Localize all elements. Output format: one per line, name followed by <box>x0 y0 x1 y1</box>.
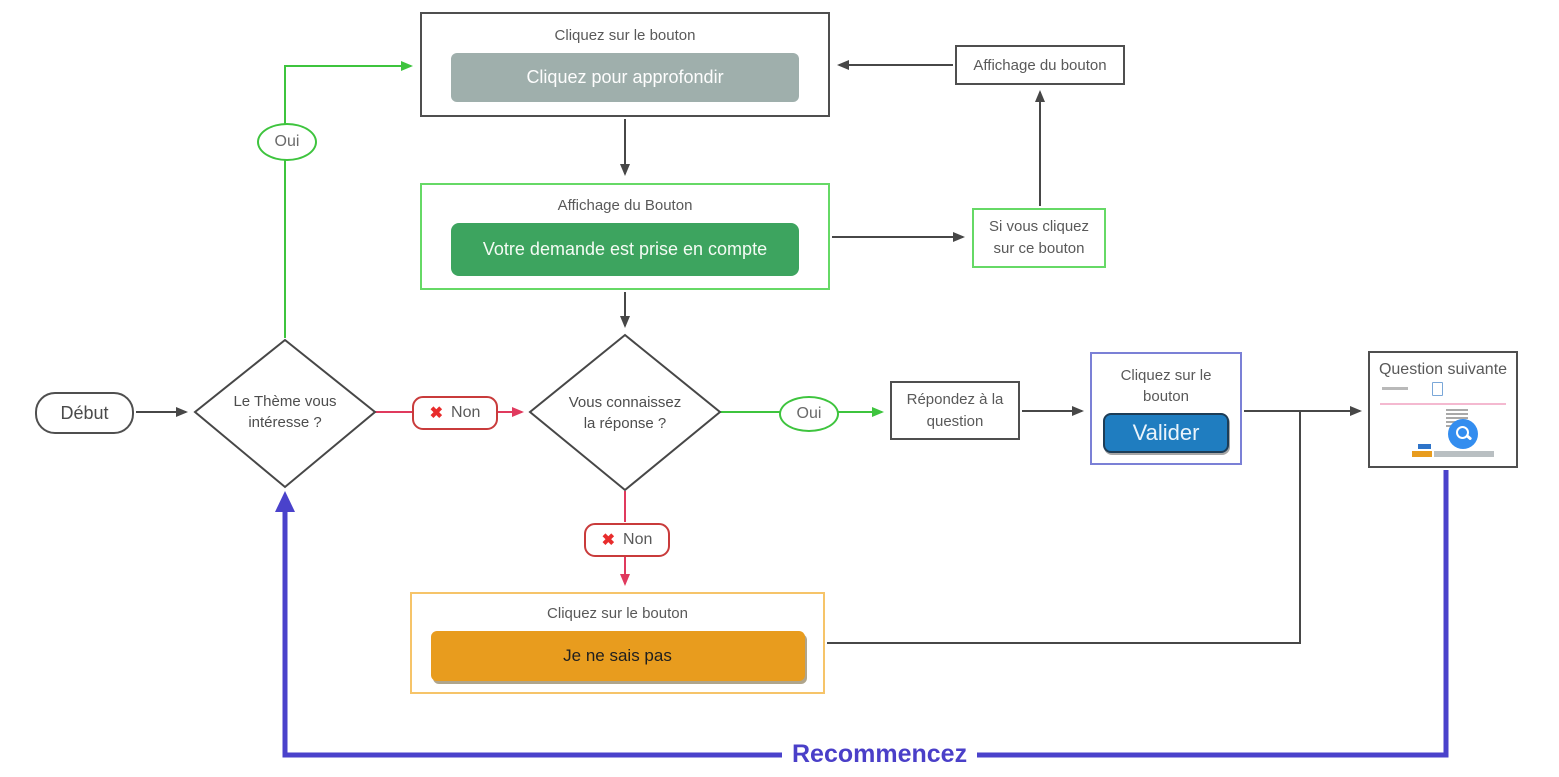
restart-label: Recommencez <box>782 740 978 769</box>
dont-know-box: Cliquez sur le bouton Je ne sais pas <box>410 592 825 694</box>
if-click-box: Si vous cliquez sur ce bouton <box>972 208 1106 268</box>
decision-answer-diamond <box>528 333 722 492</box>
edge-yes-theme <box>284 61 413 338</box>
search-icon <box>1448 419 1478 449</box>
next-question-thumbnail <box>1380 381 1506 459</box>
request-button[interactable]: Votre demande est prise en compte <box>451 223 799 276</box>
dont-know-button[interactable]: Je ne sais pas <box>430 631 805 681</box>
thumbnail-divider <box>1380 403 1506 405</box>
no-theme-badge: ✖ Non <box>412 396 498 430</box>
no-answer-badge: ✖ Non <box>584 523 670 557</box>
edge-dontknow-to-next <box>827 412 1301 644</box>
validate-box: Cliquez sur le bouton Valider <box>1090 352 1242 465</box>
x-icon: ✖ <box>429 405 444 422</box>
start-node: Début <box>35 392 134 434</box>
next-question-box: Question suivante <box>1368 351 1518 468</box>
no-answer-label: Non <box>623 531 653 548</box>
start-label: Début <box>60 402 109 423</box>
deepen-box-title: Cliquez sur le bouton <box>554 27 696 44</box>
thumbnail-text-line <box>1382 387 1408 390</box>
answer-box: Répondez à la question <box>890 381 1020 440</box>
next-question-title: Question suivante <box>1378 361 1508 378</box>
validate-box-title: Cliquez sur le bouton <box>1120 366 1212 405</box>
decision-theme-diamond <box>193 338 377 489</box>
display-button-box: Affichage du bouton <box>955 45 1125 85</box>
x-icon: ✖ <box>601 532 616 549</box>
yes-theme-badge: Oui <box>257 123 317 161</box>
decision-theme-label: Le Thème vous intéresse ? <box>233 393 337 431</box>
request-box-title: Affichage du Bouton <box>557 197 693 214</box>
thumbnail-orange-button <box>1412 451 1432 457</box>
thumbnail-gray-bar <box>1434 451 1494 457</box>
validate-button[interactable]: Valider <box>1103 412 1229 453</box>
no-theme-label: Non <box>451 404 481 421</box>
request-box: Affichage du Bouton Votre demande est pr… <box>420 183 830 290</box>
yes-answer-badge: Oui <box>779 396 839 432</box>
document-icon <box>1432 382 1443 396</box>
deepen-button[interactable]: Cliquez pour approfondir <box>451 53 799 102</box>
deepen-box: Cliquez sur le bouton Cliquez pour appro… <box>420 12 830 117</box>
thumbnail-blue-button <box>1418 444 1431 449</box>
dont-know-title: Cliquez sur le bouton <box>547 605 688 622</box>
decision-answer-label: Vous connaissez la réponse ? <box>568 393 682 432</box>
